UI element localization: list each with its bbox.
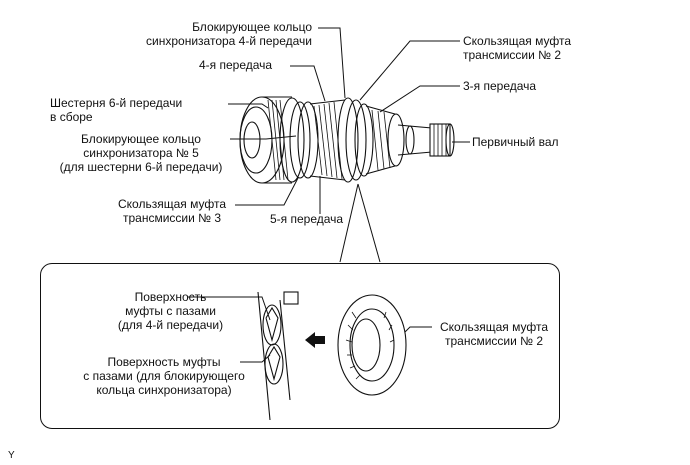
label-sleeve-no3: Скользящая муфта трансмиссии № 3 (118, 197, 226, 225)
label-input-shaft: Первичный вал (472, 135, 559, 149)
label-gear-4th: 4-я передача (199, 58, 273, 72)
detail-view-frame (40, 263, 560, 429)
label-sleeve-no2: Скользящая муфта трансмиссии № 2 (463, 34, 571, 62)
label-grooved-surface-sync: Поверхность муфты с пазами (для блокирую… (83, 355, 245, 397)
label-grooved-surface-4th: Поверхность муфты с пазами (для 4-й пере… (117, 290, 224, 332)
label-sync-ring-4th: Блокирующее кольцо синхронизатора 4-й пе… (146, 20, 312, 48)
label-detail-sleeve-no2: Скользящая муфта трансмиссии № 2 (440, 320, 548, 348)
label-gear-5th: 5-я передача (270, 212, 344, 226)
page-code: Y (8, 450, 15, 461)
label-gear-6th-assy: Шестерня 6-й передачи в сборе (50, 96, 183, 124)
label-gear-3rd: 3-я передача (463, 79, 537, 93)
direction-arrow-icon (305, 332, 325, 348)
label-sync-ring-5: Блокирующее кольцо синхронизатора № 5 (д… (59, 132, 223, 174)
